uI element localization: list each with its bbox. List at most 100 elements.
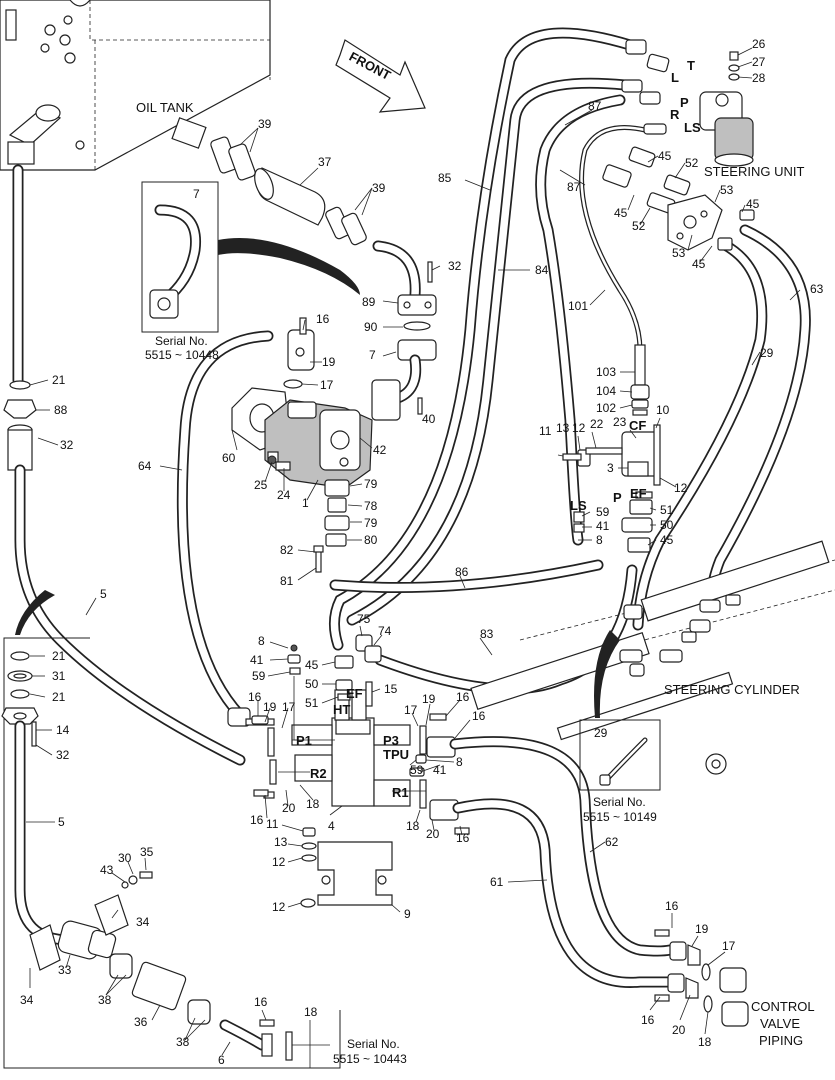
callout-9: 9 xyxy=(404,907,411,921)
callout-5-a: 5 xyxy=(100,587,107,601)
callout-104: 104 xyxy=(596,384,616,398)
callout-60: 60 xyxy=(222,451,236,465)
inset-serial-7 xyxy=(141,181,360,333)
callout-12-a: 12 xyxy=(572,421,586,435)
callout-45-f: 45 xyxy=(305,658,319,672)
callout-45-e: 45 xyxy=(660,533,674,547)
serial-range-a: 5515 ~ 10448 xyxy=(145,348,219,362)
callout-16-c: 16 xyxy=(456,690,470,704)
label-control-valve-3: PIPING xyxy=(759,1033,803,1048)
callout-16-b: 16 xyxy=(248,690,262,704)
callout-16-a: 16 xyxy=(316,312,330,326)
callout-20-b: 20 xyxy=(426,827,440,841)
callout-40: 40 xyxy=(422,412,436,426)
hoses-61-62 xyxy=(449,736,749,1027)
callout-33: 33 xyxy=(58,963,72,977)
callout-59-a: 59 xyxy=(596,505,610,519)
oil-tank xyxy=(0,0,271,171)
serial-range-c: 5515 ~ 10443 xyxy=(333,1052,407,1066)
callout-16-h: 16 xyxy=(641,1013,655,1027)
callout-17-d: 17 xyxy=(722,939,736,953)
callout-34-a: 34 xyxy=(136,915,150,929)
label-control-valve-2: VALVE xyxy=(760,1016,800,1031)
callout-35: 35 xyxy=(140,845,154,859)
main-valve-block xyxy=(245,689,427,908)
callout-23: 23 xyxy=(613,415,627,429)
callout-20-c: 20 xyxy=(672,1023,686,1037)
callout-16-d: 16 xyxy=(472,709,486,723)
callout-25: 25 xyxy=(254,478,268,492)
callout-38-b: 38 xyxy=(176,1035,190,1049)
label-steering-unit: STEERING UNIT xyxy=(704,164,804,179)
port-r: R xyxy=(670,107,680,122)
serial-label-c: Serial No. xyxy=(347,1037,400,1051)
callout-21-a: 21 xyxy=(52,373,66,387)
callout-22: 22 xyxy=(590,417,604,431)
callout-4: 4 xyxy=(328,819,335,833)
callout-1: 1 xyxy=(302,496,309,510)
callout-50-b: 50 xyxy=(305,677,319,691)
callout-32-b: 32 xyxy=(60,438,74,452)
callout-19-d: 19 xyxy=(695,922,709,936)
serial-label-b: Serial No. xyxy=(593,795,646,809)
serial-range-b: 5515 ~ 10149 xyxy=(583,810,657,824)
callout-14: 14 xyxy=(56,723,70,737)
callout-53-b: 53 xyxy=(672,246,686,260)
callout-53-a: 53 xyxy=(720,183,734,197)
callout-36: 36 xyxy=(134,1015,148,1029)
callout-79-a: 79 xyxy=(364,477,378,491)
priority-valve xyxy=(562,344,661,553)
callout-8-a: 8 xyxy=(596,533,603,547)
callout-50-a: 50 xyxy=(660,518,674,532)
callout-59-c: 59 xyxy=(410,763,424,777)
callout-52-b: 52 xyxy=(632,219,646,233)
callout-18-a: 18 xyxy=(306,797,320,811)
callout-61: 61 xyxy=(490,875,504,889)
port-p3: P3 xyxy=(383,733,399,748)
callout-86: 86 xyxy=(455,565,469,579)
port-l: L xyxy=(671,70,679,85)
callout-17-c: 17 xyxy=(404,703,418,717)
callout-18-b: 18 xyxy=(406,819,420,833)
front-arrow xyxy=(335,39,426,113)
callout-8-b: 8 xyxy=(258,634,265,648)
callout-10: 10 xyxy=(656,403,670,417)
callout-24: 24 xyxy=(277,488,291,502)
callout-78: 78 xyxy=(364,499,378,513)
callout-28: 28 xyxy=(752,71,766,85)
callout-41-a: 41 xyxy=(596,519,610,533)
callout-19-b: 19 xyxy=(263,700,277,714)
suction-hose-assembly xyxy=(210,136,437,421)
serial-label-a: Serial No. xyxy=(155,334,208,348)
port-ls-steering: LS xyxy=(684,120,701,135)
hydraulic-pump xyxy=(231,317,373,573)
port-ht: HT xyxy=(333,702,350,717)
callout-102: 102 xyxy=(596,401,616,415)
callout-38-a: 38 xyxy=(98,993,112,1007)
callout-13-b: 13 xyxy=(274,835,288,849)
callout-43: 43 xyxy=(100,863,114,877)
callout-45-a: 45 xyxy=(658,149,672,163)
port-r2: R2 xyxy=(310,766,327,781)
callout-103: 103 xyxy=(596,365,616,379)
text-labels: OIL TANK FRONT STEERING UNIT STEERING CY… xyxy=(20,37,824,1067)
callout-12-c: 12 xyxy=(272,855,286,869)
callout-45-c: 45 xyxy=(746,197,760,211)
port-p-steering: P xyxy=(680,95,689,110)
hose-64 xyxy=(176,330,274,727)
port-t: T xyxy=(687,58,695,73)
callout-26: 26 xyxy=(752,37,766,51)
port-ls-priority: LS xyxy=(570,498,587,513)
callout-12-d: 12 xyxy=(272,900,286,914)
callout-101: 101 xyxy=(568,299,588,313)
callout-64: 64 xyxy=(138,459,152,473)
callout-15: 15 xyxy=(384,682,398,696)
callout-41-b: 41 xyxy=(250,653,264,667)
callout-81: 81 xyxy=(280,574,294,588)
callout-13-a: 13 xyxy=(556,421,570,435)
callout-79-b: 79 xyxy=(364,516,378,530)
callout-19-a: 19 xyxy=(322,355,336,369)
callout-29-b: 29 xyxy=(594,726,608,740)
callout-19-c: 19 xyxy=(422,692,436,706)
